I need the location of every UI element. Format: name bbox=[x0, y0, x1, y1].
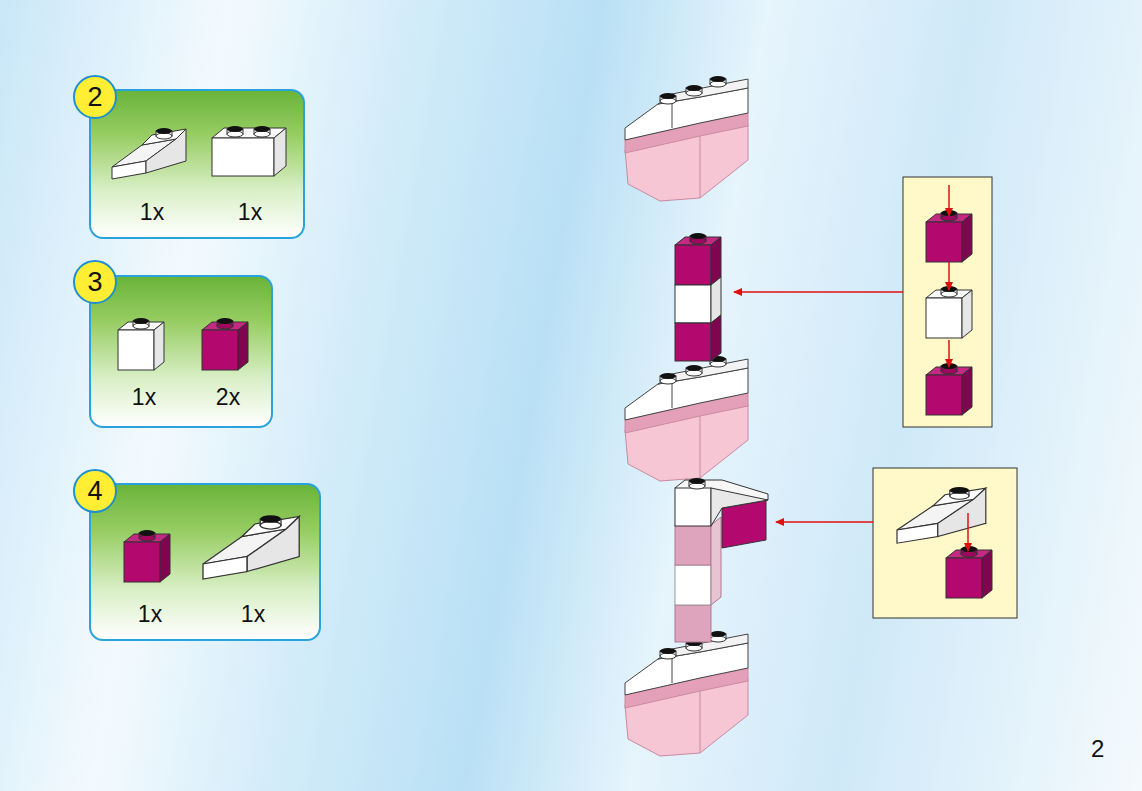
step-number: 3 bbox=[87, 269, 102, 296]
part-quantity: 1x bbox=[140, 199, 164, 226]
step-number: 4 bbox=[87, 478, 102, 505]
part-quantity: 1x bbox=[241, 601, 265, 628]
part-quantity: 1x bbox=[132, 384, 156, 411]
step-number-circle: 3 bbox=[73, 260, 117, 304]
part-quantity: 1x bbox=[238, 199, 262, 226]
step-panel: 1x1x2 bbox=[89, 89, 305, 239]
step-panel: 1x2x3 bbox=[89, 275, 273, 428]
step-number: 2 bbox=[87, 84, 102, 111]
step-number-circle: 2 bbox=[73, 75, 117, 119]
part-quantity: 2x bbox=[216, 384, 240, 411]
part-quantity: 1x bbox=[138, 601, 162, 628]
step-number-circle: 4 bbox=[73, 469, 117, 513]
step-panel: 1x1x4 bbox=[89, 483, 321, 641]
page-number: 2 bbox=[1091, 735, 1104, 763]
